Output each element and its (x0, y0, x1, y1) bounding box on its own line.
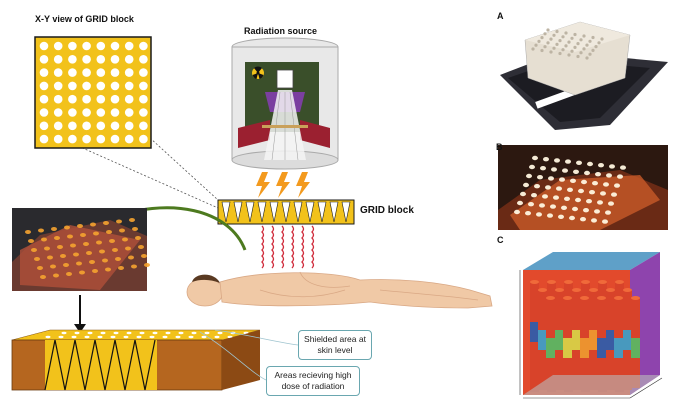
grid-view-title: X-Y view of GRID block (35, 14, 134, 24)
down-arrow-icon (74, 295, 86, 333)
patient-figure (186, 271, 493, 309)
lightning-bolt-icon (256, 172, 310, 198)
panel-label-c: C (497, 235, 504, 245)
high-dose-callout: Areas recieving high dose of radiation (266, 366, 360, 396)
radiation-trefoil-icon (252, 66, 264, 79)
panel-b-dose-photo (498, 145, 668, 230)
zoom-line-right (149, 137, 219, 201)
zoom-line-left (59, 137, 219, 209)
radiation-source-head (231, 37, 339, 170)
panel-c-3d-dose-plot (498, 240, 674, 404)
wavy-beam-icon (261, 225, 315, 269)
panel-a-device-photo (497, 21, 673, 130)
panel-label-a: A (497, 11, 504, 21)
grid-xy-view (34, 36, 152, 149)
grid-block-label: GRID block (360, 205, 414, 216)
tissue-cross-section (11, 329, 261, 391)
radiation-source-title: Radiation source (244, 26, 318, 36)
panel-label-b: B (496, 142, 503, 152)
shielded-area-callout: Shielded area at skin level (298, 330, 372, 360)
grid-block (217, 199, 355, 225)
skin-dose-photo (12, 208, 150, 291)
